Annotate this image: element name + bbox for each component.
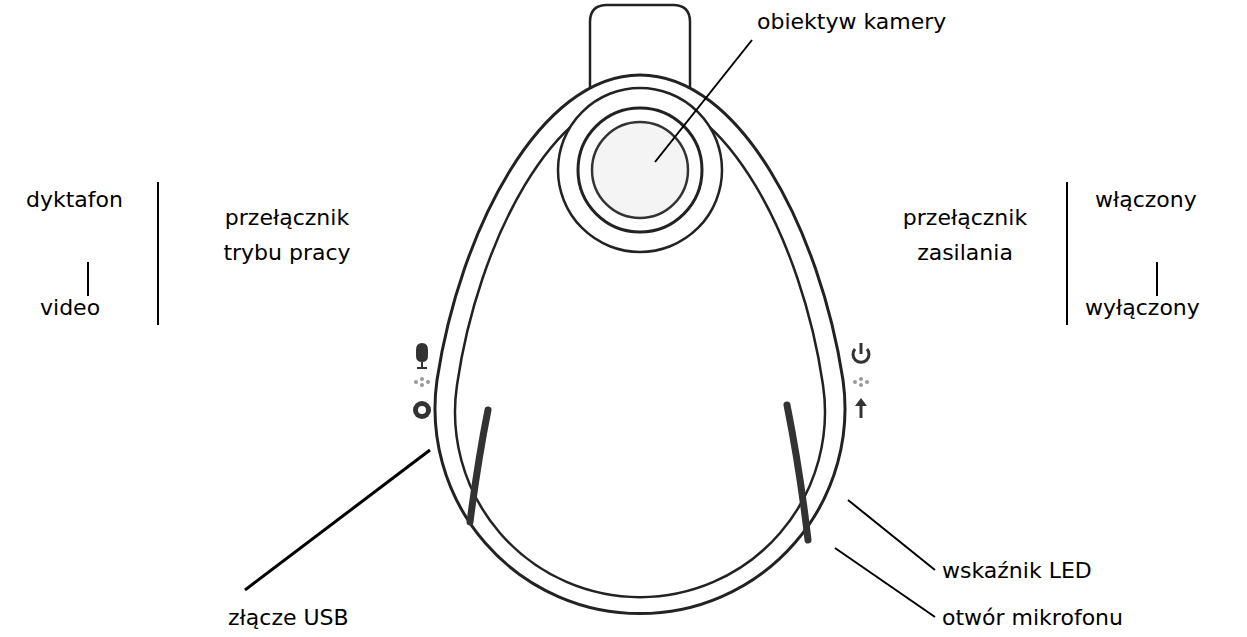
leader-line [848, 500, 935, 570]
power-icons [853, 343, 869, 418]
leader-line [835, 548, 935, 617]
part-label: otwór mikrofonu [942, 600, 1182, 635]
camera-lens [592, 122, 688, 218]
part-label: obiektyw kamery [757, 4, 997, 39]
switch-label: przełącznik zasilania [875, 200, 1055, 270]
switch-label: przełącznik trybu pracy [202, 200, 372, 270]
bracket-line [157, 182, 159, 325]
body-inner-outline [455, 95, 825, 597]
mode-icons [413, 343, 431, 419]
state-label: włączony [1095, 182, 1235, 217]
part-label: złącze USB [228, 600, 418, 635]
leader-line [655, 40, 752, 162]
part-label: wskaźnik LED [942, 553, 1162, 588]
camera-hub [558, 88, 722, 252]
mode-label: video [40, 290, 150, 325]
state-label: wyłączony [1085, 290, 1240, 325]
mode-switch [470, 410, 488, 522]
bracket-line [1066, 182, 1068, 325]
bracket-line [87, 262, 89, 296]
mode-label: dyktafon [26, 182, 156, 217]
bracket-line [1156, 262, 1158, 296]
body-outline [435, 75, 845, 614]
power-switch [787, 405, 808, 540]
leader-line [245, 450, 430, 590]
